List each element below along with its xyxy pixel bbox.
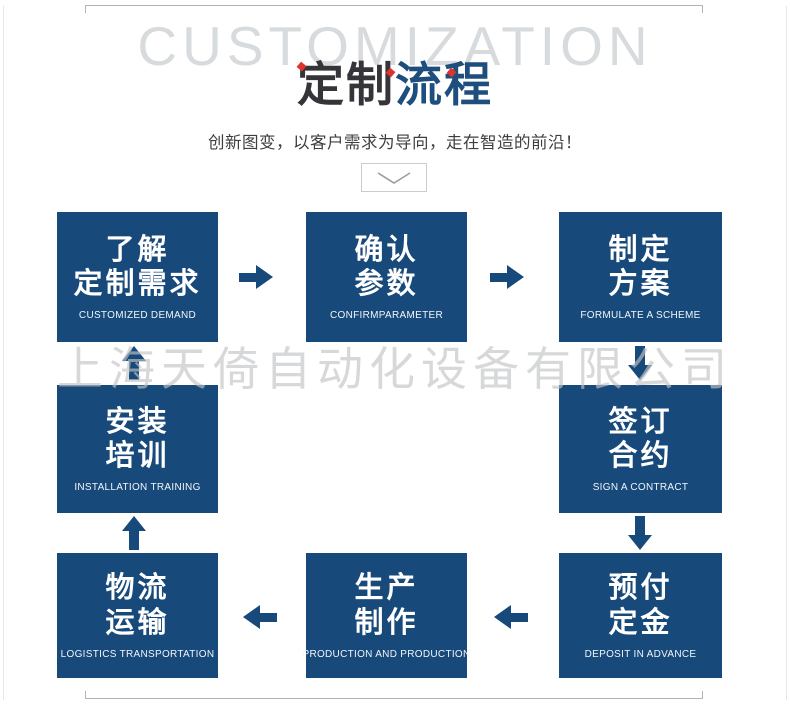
flow-step-installation-training: 安装 培训 INSTALLATION TRAINING [57, 385, 218, 513]
step-cn-line: 物流 [105, 572, 170, 605]
step-en-label: INSTALLATION TRAINING [74, 482, 201, 494]
flow-step-formulate-scheme: 制定 方案 FORMULATE A SCHEME [559, 212, 722, 342]
step-cn-line: 定金 [608, 606, 673, 639]
background-word: CUSTOMIZATION [137, 15, 653, 77]
frame-right-line [786, 6, 787, 700]
arrow-down-icon [628, 346, 652, 380]
frame-left-line [3, 6, 4, 700]
frame-bottom-left-tick [85, 691, 86, 699]
step-cn-line: 制定 [608, 233, 673, 266]
step-cn-line: 安装 [105, 405, 170, 438]
step-cn-line: 确认 [354, 233, 419, 266]
flow-step-confirm-parameters: 确认 参数 CONFIRMPARAMETER [306, 212, 467, 342]
arrow-up-icon [122, 516, 146, 550]
flow-step-sign-contract: 签订 合约 SIGN A CONTRACT [559, 385, 722, 513]
step-en-label: CONFIRMPARAMETER [330, 310, 443, 322]
arrow-right-icon [239, 265, 273, 289]
page-title-part1: 定制 [297, 58, 395, 111]
arrow-right-icon [490, 265, 524, 289]
page-subtitle: 创新图变，以客户需求为导向，走在智造的前沿！ [208, 134, 582, 152]
step-en-label: LOGISTICS TRANSPORTATION [60, 648, 215, 660]
step-cn-line: 方案 [608, 268, 673, 300]
chevron-down-box [361, 163, 427, 192]
step-cn-line: 参数 [354, 268, 419, 300]
step-cn-line: 生产 [354, 572, 419, 605]
frame-top-left-tick [85, 5, 86, 13]
arrow-down-icon [628, 516, 652, 550]
chevron-down-icon [377, 171, 411, 184]
page-title: 定制流程 [0, 58, 790, 112]
arrow-left-icon [243, 605, 277, 629]
step-cn-line: 合约 [608, 440, 673, 472]
step-cn-line: 了解 [105, 233, 170, 266]
step-cn-line: 制作 [354, 606, 419, 639]
frame-bottom-right-tick [702, 691, 703, 699]
frame-top-line [85, 5, 703, 6]
step-cn-line: 签订 [608, 405, 673, 438]
step-cn-line: 运输 [105, 606, 170, 639]
frame-bottom-line [85, 698, 703, 699]
step-cn-line: 预付 [608, 572, 673, 605]
flow-step-production: 生产 制作 PRODUCTION AND PRODUCTION [302, 553, 470, 678]
frame-top-right-tick [702, 5, 703, 13]
step-en-label: DEPOSIT IN ADVANCE [584, 648, 697, 660]
step-en-label: PRODUCTION AND PRODUCTION [302, 648, 471, 660]
page-title-part2: 流程 [395, 58, 493, 111]
flow-step-understand-demand: 了解 定制需求 CUSTOMIZED DEMAND [57, 212, 218, 342]
step-en-label: SIGN A CONTRACT [592, 482, 689, 494]
flow-step-deposit-in-advance: 预付 定金 DEPOSIT IN ADVANCE [559, 553, 722, 678]
arrow-left-icon [494, 605, 528, 629]
step-cn-line: 定制需求 [73, 268, 202, 300]
arrow-up-icon [122, 346, 146, 380]
step-cn-line: 培训 [105, 440, 170, 472]
flow-step-logistics-transportation: 物流 运输 LOGISTICS TRANSPORTATION [57, 553, 218, 678]
step-en-label: FORMULATE A SCHEME [580, 310, 701, 322]
step-en-label: CUSTOMIZED DEMAND [78, 310, 197, 322]
